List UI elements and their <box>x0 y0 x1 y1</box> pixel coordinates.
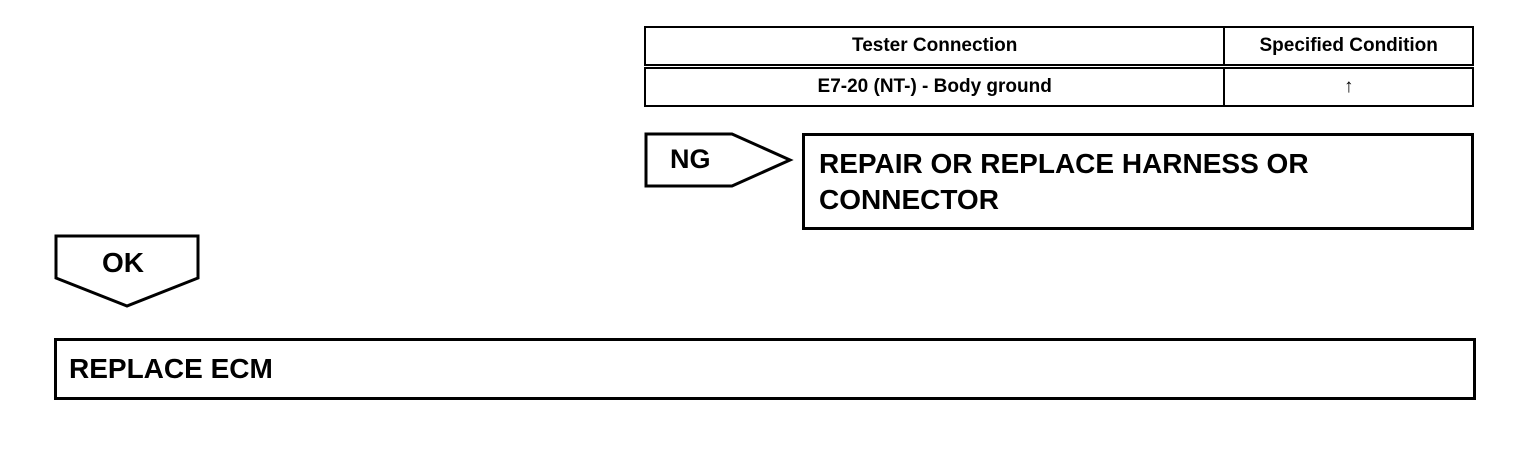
repair-action-text: REPAIR OR REPLACE HARNESS OR CONNECTOR <box>819 148 1309 215</box>
ok-label: OK <box>102 247 144 278</box>
header-specified-condition: Specified Condition <box>1223 26 1474 69</box>
repair-action-box: REPAIR OR REPLACE HARNESS OR CONNECTOR <box>802 133 1474 230</box>
replace-ecm-box: REPLACE ECM <box>54 338 1476 400</box>
cell-specified-condition: ↑ <box>1223 65 1474 107</box>
ng-label: NG <box>670 144 711 174</box>
replace-ecm-text: REPLACE ECM <box>69 353 273 384</box>
table-header-row: Tester Connection Specified Condition <box>643 26 1474 69</box>
cell-tester-connection: E7-20 (NT-) - Body ground <box>643 65 1226 107</box>
ok-arrow-shape <box>54 234 200 308</box>
spec-table: Tester Connection Specified Condition E7… <box>643 26 1474 107</box>
ng-arrow-shape <box>644 132 794 188</box>
table-row: E7-20 (NT-) - Body ground ↑ <box>643 65 1474 107</box>
header-tester-connection: Tester Connection <box>643 26 1226 69</box>
